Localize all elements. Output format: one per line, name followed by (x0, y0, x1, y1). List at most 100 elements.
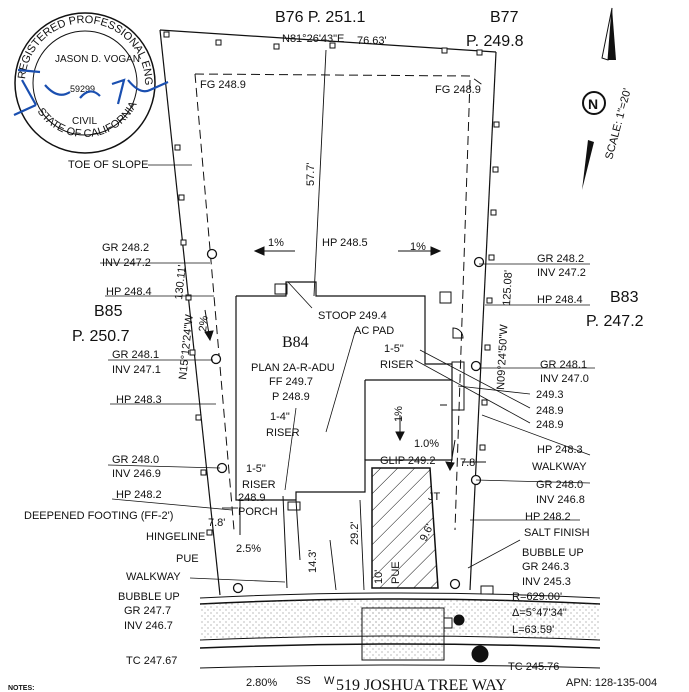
hp-248-5: HP 248.5 (322, 237, 368, 249)
distance-top: 76.63' (357, 35, 387, 47)
stoop-label: STOOP 249.4 (318, 310, 387, 322)
w-label: W (324, 675, 335, 687)
riser-mid: RISER (266, 427, 300, 439)
street-name: 519 JOSHUA TREE WAY (336, 677, 507, 692)
stoop-pad (274, 283, 288, 295)
slope-1pct-b: 1% (410, 241, 426, 253)
fg-left: FG 248.9 (200, 79, 246, 91)
curve-length: L=63.59' (512, 624, 554, 636)
notes-label: NOTES: (8, 685, 34, 692)
gr-248-1-right: GR 248.1 (540, 359, 587, 371)
scale-text: SCALE: 1"=20' (603, 87, 633, 161)
slope-2pct: 2% (197, 315, 211, 332)
lot-b85-name: B85 (94, 303, 123, 320)
dimension-lines (222, 49, 486, 591)
inv-247-0-right: INV 247.0 (540, 373, 589, 385)
gr-248-1-left: GR 248.1 (112, 349, 159, 361)
lot-b84-ff: FF 249.7 (269, 376, 313, 388)
riser-top: RISER (380, 359, 414, 371)
lot-b84-plan: PLAN 2A-R-ADU (251, 362, 335, 374)
hp-248-4-left: HP 248.4 (106, 286, 152, 298)
dist-right: 125.08' (501, 270, 515, 306)
driveway-apron (361, 607, 445, 661)
stamp-name: JASON D. VOGAN (55, 54, 140, 65)
flow-arrows (204, 246, 456, 472)
riser-1-4: 1-4" (270, 411, 290, 423)
hingeline: HINGELINE (146, 531, 205, 543)
elev-248-9-a: 248.9 (536, 405, 564, 417)
lot-b84-name: B84 (282, 334, 309, 351)
tc-247-67: TC 247.67 (126, 655, 177, 667)
lot-b83-pad: P. 247.2 (586, 313, 644, 330)
ac-pad-label: AC PAD (354, 325, 394, 337)
curve-delta: Δ=5°47'34" (512, 607, 567, 619)
gr-248-0-right: GR 248.0 (536, 479, 583, 491)
lot-b84-p: P 248.9 (272, 391, 310, 403)
slope-1pct-c: 1% (393, 406, 405, 422)
pct-2-80: 2.80% (246, 677, 277, 689)
pue-right: PUE (390, 561, 402, 584)
apn: APN: 128-135-004 (566, 677, 657, 689)
fg-right: FG 248.9 (435, 84, 481, 96)
inv-245-3: INV 245.3 (522, 576, 571, 588)
deepened-footing: DEEPENED FOOTING (FF-2') (24, 510, 173, 522)
lot-b77-pad: P. 249.8 (466, 33, 524, 50)
property-line-markers (163, 31, 500, 536)
walkway-left: WALKWAY (126, 571, 181, 583)
door-swings (440, 327, 465, 411)
riser-1-5-bottom: 1-5" (246, 463, 266, 475)
driveway (371, 467, 439, 589)
elev-249-3: 249.3 (536, 389, 564, 401)
stamp-license: 59299 (70, 84, 95, 94)
dim-14-3: 14.3' (307, 549, 319, 573)
bearing-top: N81°26'43"E (282, 33, 344, 45)
dim-57-7: 57.7' (305, 162, 317, 186)
jt-label: JT (428, 491, 441, 503)
inv-246-7: INV 246.7 (124, 620, 173, 632)
utility-fixtures (443, 585, 494, 663)
leader-lines (100, 164, 595, 583)
dim-7-8-right: 7.8' (460, 457, 477, 469)
toe-of-slope-line (194, 73, 485, 531)
hp-248-4-right: HP 248.4 (537, 294, 583, 306)
north-letter: N (588, 96, 598, 112)
hp-248-2-right: HP 248.2 (525, 511, 571, 523)
property-lines (159, 29, 497, 596)
fence-post-marks (239, 495, 301, 589)
ac-pad (439, 291, 452, 304)
pct-2-5: 2.5% (236, 543, 261, 555)
gr-247-7: GR 247.7 (124, 605, 171, 617)
curve-radius: R=629.00' (512, 591, 562, 603)
lot-b83-name: B83 (610, 289, 639, 306)
bubble-up-right: BUBBLE UP (522, 547, 584, 559)
hp-248-2-left: HP 248.2 (116, 489, 162, 501)
gr-246-3: GR 246.3 (522, 561, 569, 573)
dim-10: 10' (373, 570, 385, 584)
drain-inlets (206, 248, 485, 594)
hp-248-3-right: HP 248.3 (537, 444, 583, 456)
porch-elev: 248.9 (238, 492, 266, 504)
ss-label: SS (296, 675, 311, 687)
tc-245-76: TC 245.76 (508, 661, 559, 673)
bearing-right: N09°24'50"W (495, 324, 510, 391)
gr-248-0-left: GR 248.0 (112, 454, 159, 466)
pct-1-0: 1.0% (414, 438, 439, 450)
inv-247-2-right: INV 247.2 (537, 267, 586, 279)
elev-248-9-b: 248.9 (536, 419, 564, 431)
bubble-up-left: BUBBLE UP (118, 591, 180, 603)
dim-7-8-left: 7.8' (208, 517, 225, 529)
lot-b85-pad: P. 250.7 (72, 328, 130, 345)
inv-247-2-left: INV 247.2 (102, 257, 151, 269)
dist-left: 130.11' (173, 264, 189, 300)
slope-1pct-a: 1% (268, 237, 284, 249)
annotations: B76 P. 251.1 B77 P. 249.8 N81°26'43"E 76… (8, 9, 657, 692)
lot-b76: B76 P. 251.1 (275, 9, 366, 26)
riser-1-5-top: 1-5" (384, 343, 404, 355)
glip-label: GLIP 249.2 (380, 455, 435, 467)
porch-label: PORCH (238, 506, 278, 518)
signature (13, 68, 169, 117)
north-arrow: N SCALE: 1"=20' (582, 7, 634, 190)
stamp-type: CIVIL (72, 116, 97, 127)
gr-248-2-left: GR 248.2 (102, 242, 149, 254)
